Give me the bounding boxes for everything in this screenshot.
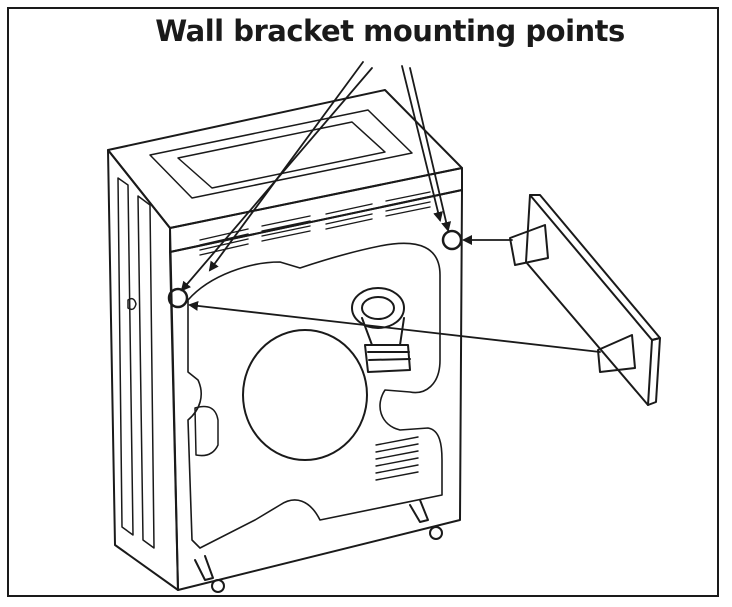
bracket-hook-lower	[597, 334, 636, 373]
bracket-hook-upper	[509, 224, 549, 266]
title-leader-lines	[180, 61, 452, 292]
dryer-top-panel	[107, 89, 463, 229]
leader-line-middle	[208, 61, 364, 272]
dryer-side-latch	[127, 297, 137, 311]
dryer-side-groove	[137, 195, 155, 549]
wall-bracket	[509, 194, 661, 406]
alignment-arrows	[188, 235, 601, 353]
leader-line-right-2	[401, 65, 443, 222]
exhaust-duct	[351, 287, 411, 373]
figure-frame	[7, 7, 719, 597]
mounting-point-right	[441, 229, 463, 251]
dryer-top-inset	[149, 109, 413, 199]
dryer-body	[107, 89, 463, 593]
rear-grille	[375, 436, 419, 481]
mounting-points	[167, 229, 463, 309]
leader-line-right	[409, 67, 452, 232]
drum-circle	[242, 329, 368, 461]
dryer-side-groove	[117, 177, 134, 536]
dryer-top-recess	[177, 121, 386, 189]
back-panel-contour	[187, 242, 443, 549]
bracket-plate-edge	[647, 337, 661, 406]
arrow-lower	[188, 300, 601, 353]
dryer-back-panel	[169, 189, 463, 591]
mounting-point-left	[167, 287, 189, 309]
leveling-feet	[194, 499, 443, 593]
figure-title: Wall bracket mounting points	[155, 14, 625, 48]
back-lower-inset	[194, 405, 219, 457]
vent-slots	[199, 191, 431, 256]
